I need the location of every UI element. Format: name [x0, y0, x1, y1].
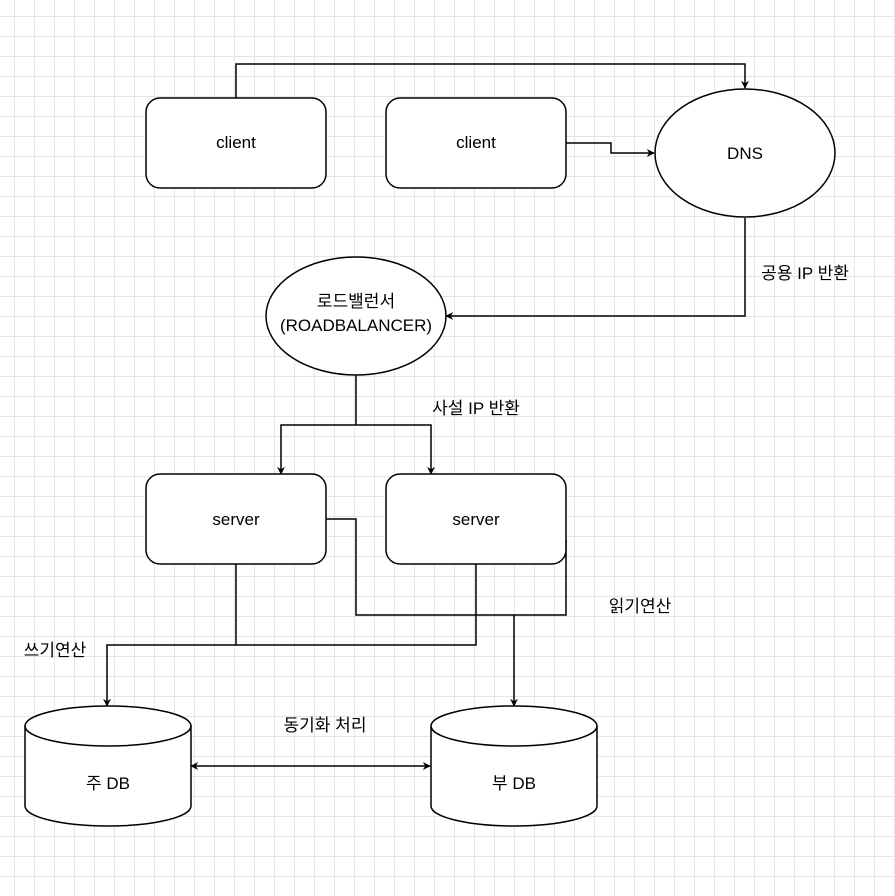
edge-loadbalancer-to-server1 — [277, 424, 356, 475]
load-balancer-node[interactable]: 로드밸런서 (ROADBALANCER) — [265, 256, 447, 376]
write-ops-label: 쓰기연산 — [24, 641, 87, 660]
dns-label: DNS — [727, 144, 763, 163]
edge-server2-to-replica-db — [514, 540, 567, 616]
edge-server1-to-primary-db — [103, 564, 237, 707]
load-balancer-label-line1: 로드밸런서 — [317, 292, 395, 311]
edge-client2-to-dns — [566, 142, 655, 157]
server-node-1[interactable]: server — [145, 473, 327, 565]
replica-db-node[interactable]: 부 DB — [430, 705, 598, 827]
edge-server1-to-replica-db — [326, 518, 518, 707]
load-balancer-label-line2: (ROADBALANCER) — [280, 316, 432, 335]
public-ip-label: 공용 IP 반환 — [761, 264, 849, 283]
server-2-label: server — [452, 510, 500, 529]
private-ip-label: 사설 IP 반환 — [432, 399, 520, 418]
edge-loadbalancer-to-server2 — [356, 424, 435, 475]
edge-client1-to-dns — [235, 63, 749, 98]
edge-server2-to-primary-db — [236, 564, 477, 646]
client-2-label: client — [456, 133, 496, 152]
primary-db-label: 주 DB — [86, 774, 130, 793]
client-node-2[interactable]: client — [385, 97, 567, 189]
edge-dns-to-loadbalancer — [445, 218, 746, 320]
client-1-label: client — [216, 133, 256, 152]
read-ops-label: 읽기연산 — [609, 597, 672, 616]
dns-node[interactable]: DNS — [654, 88, 836, 218]
client-node-1[interactable]: client — [145, 97, 327, 189]
server-1-label: server — [212, 510, 260, 529]
primary-db-node[interactable]: 주 DB — [24, 705, 192, 827]
server-node-2[interactable]: server — [385, 473, 567, 565]
sync-label: 동기화 처리 — [284, 716, 367, 735]
replica-db-label: 부 DB — [492, 774, 536, 793]
